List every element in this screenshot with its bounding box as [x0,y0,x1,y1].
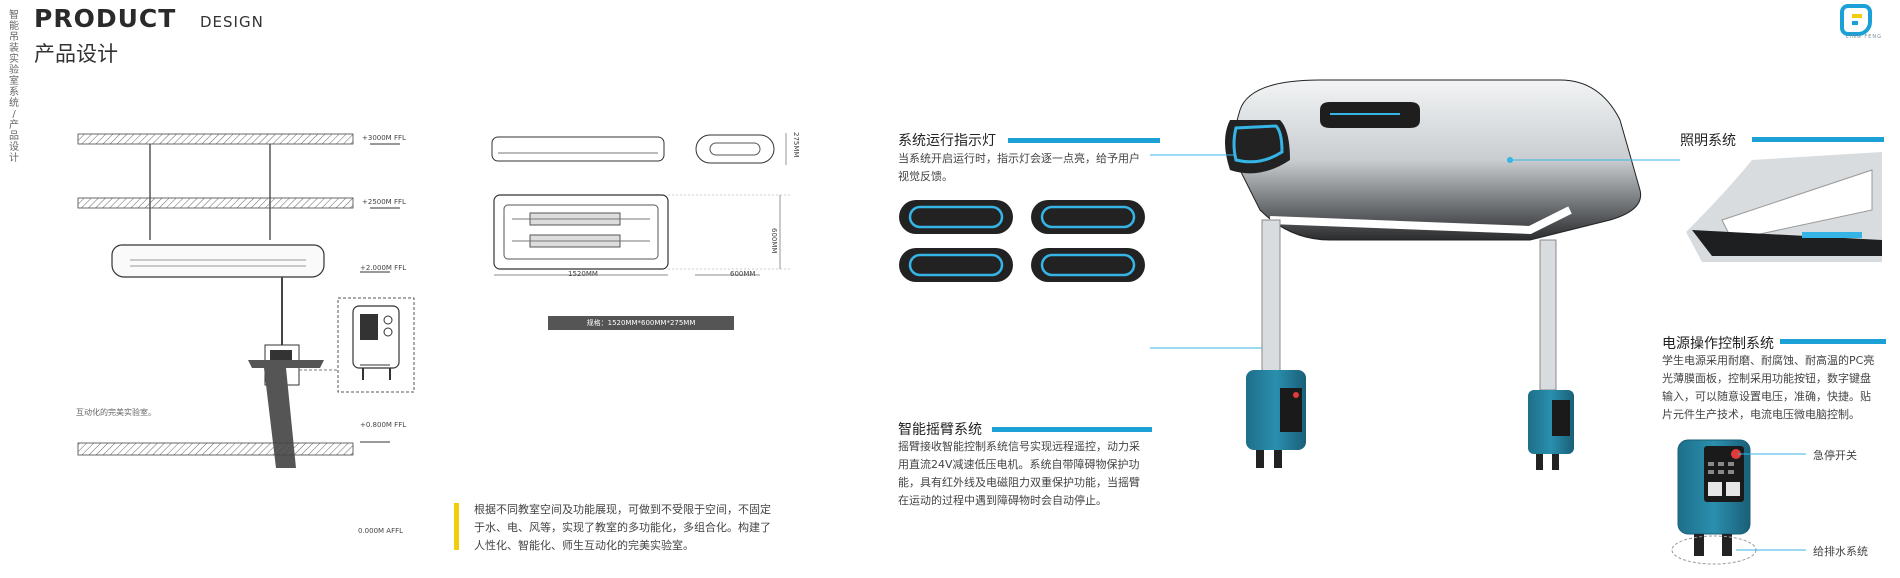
callout-water: 给排水系统 [1813,545,1868,558]
level-label-2500: +2500M FFL [362,198,406,206]
level-label-0000: 0.000M AFFL [358,527,404,535]
page-title-cn: 产品设计 [34,42,118,66]
dim-depth: 600MM [730,270,756,278]
level-label-0800: +0.800M FFL [360,421,407,429]
lighting-title: 照明系统 [1680,133,1736,149]
power-title: 电源操作控制系统 [1662,336,1774,352]
callout-estop: 急停开关 [1813,449,1857,462]
power-text: 学生电源采用耐磨、耐腐蚀、耐高温的PC亮 光薄膜面板，控制采用功能按钮，数字键盘… [1662,354,1875,421]
power-title-bar [1780,339,1886,344]
product-render [1150,79,1680,470]
level-label-2000: +2.000M FFL [360,264,407,272]
spec-label: 规格：1520MM*600MM*275MM [548,316,734,330]
indicator-title: 系统运行指示灯 [898,133,996,149]
controller-detail-render [1671,439,1806,565]
arm-title: 智能摇臂系统 [898,422,982,438]
page-title-en: PRODUCT [34,4,177,33]
level-label-3000: +3000M FFL [362,134,406,142]
drawing-caption: 互动化的完美实验室。 [76,408,156,417]
intro-paragraph: 根据不同教室空间及功能展现，可做到不受限于空间，不固定 于水、电、风等，实现了教… [474,503,771,552]
indicator-lights-grid [899,200,1145,282]
indicator-title-bar [1008,138,1160,143]
dim-height-vertical: 275MM [792,132,800,158]
dim-depth-vertical: 600MM [770,228,778,254]
page-title-en-sub: DESIGN [200,13,264,31]
indicator-text: 当系统开启运行时，指示灯会逐一点亮，给予用户 视觉反馈。 [898,152,1140,183]
logo-wordmark: LING FENG [1845,34,1882,40]
elevation-drawing [77,133,415,468]
arm-title-bar [992,427,1152,432]
arm-text: 摇臂接收智能控制系统信号实现远程遥控，动力采 用直流24V减速低压电机。系统自带… [898,440,1140,507]
lighting-detail-render [1686,152,1882,262]
intro-accent-bar [454,503,459,550]
brand-logo-icon [1840,4,1872,36]
indicator-pod-1 [899,200,1013,234]
dim-width: 1520MM [568,270,598,278]
lighting-title-bar [1752,137,1884,142]
plan-view-drawing [491,133,790,276]
vertical-section-label: 智能吊装实验室系统 / 产品设计 [9,10,19,164]
